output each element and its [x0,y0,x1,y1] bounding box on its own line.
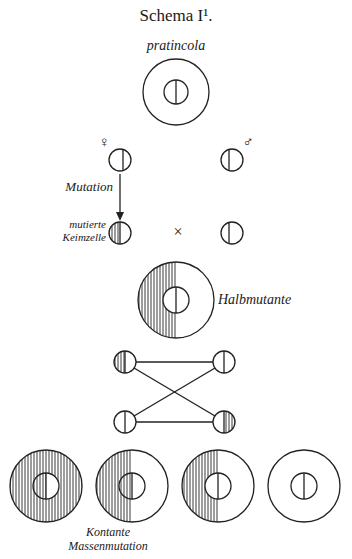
result-label: Kontante Massenmutation [62,525,154,553]
hybrid-label: Halbmutante [218,292,291,308]
sex-symbol: ♀ [98,134,109,151]
schema-title: Schema I¹. [139,6,212,26]
species-name: pratincola [147,38,205,54]
sex-symbol: ♂ [242,134,253,151]
cross-symbol: × [173,223,182,241]
cell-label: mutierte Keimzelle [42,218,106,244]
process-label: Mutation [65,180,113,195]
